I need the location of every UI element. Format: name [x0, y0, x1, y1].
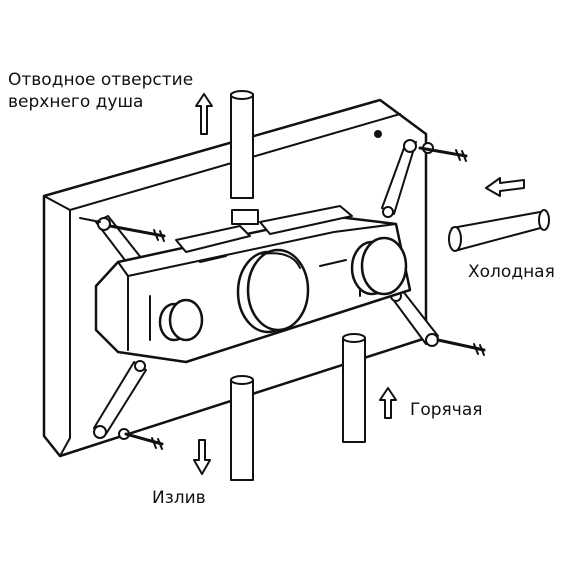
arrow-up-hot-icon [379, 387, 397, 419]
bracket-top-right [381, 139, 434, 218]
label-spout: Излив [152, 488, 206, 508]
screw-bottom-left [124, 432, 164, 450]
central-cartridge [236, 248, 310, 334]
label-upper-shower-line2: верхнего душа [8, 92, 144, 112]
hot-water-pipe [342, 333, 366, 443]
spout-pipe [230, 375, 254, 481]
left-cartridge [158, 298, 204, 342]
upper-shower-pipe [230, 90, 254, 199]
screw-bottom-right [436, 338, 486, 356]
bracket-bottom-left [93, 360, 147, 440]
right-cartridge [350, 236, 408, 296]
screw-top-right [374, 130, 468, 162]
arrow-left-icon [485, 177, 525, 197]
label-cold: Холодная [468, 262, 555, 282]
arrow-up-icon [195, 93, 213, 135]
label-hot: Горячая [410, 400, 483, 420]
label-upper-shower-line1: Отводное отверстие [8, 70, 194, 90]
bracket-bottom-right [390, 289, 439, 347]
screw-mid-left [108, 224, 166, 242]
arrow-down-icon [193, 439, 211, 475]
cold-water-pipe [448, 209, 550, 252]
